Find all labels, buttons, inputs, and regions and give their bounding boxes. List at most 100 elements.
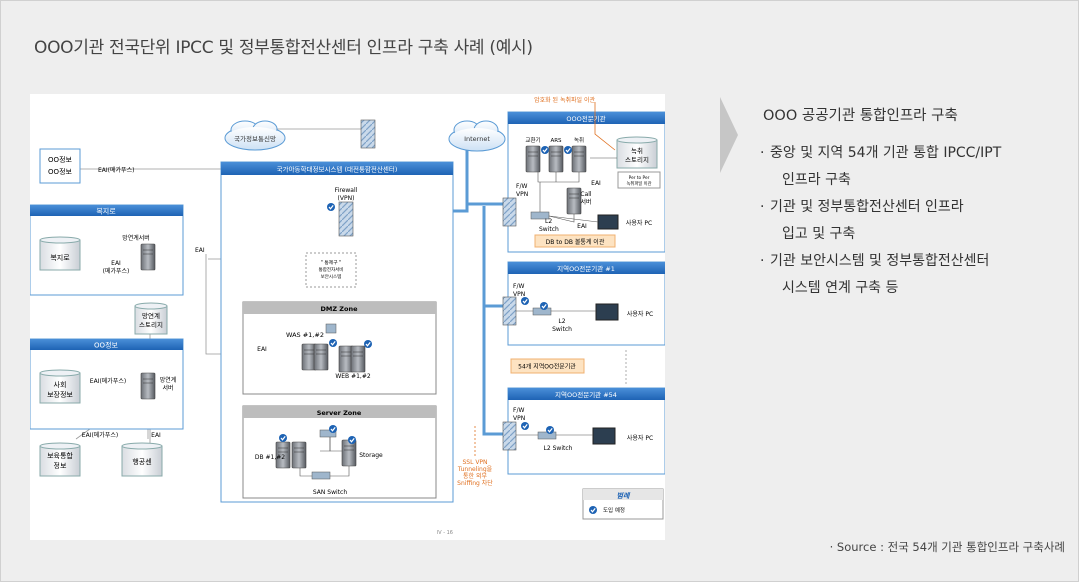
oo-info-header: OO정보 <box>94 341 118 350</box>
region1-switch-line1: L2 <box>558 318 565 325</box>
region1-firewall-icon <box>502 296 517 326</box>
region1-pc-label: 사용자 PC <box>627 310 653 318</box>
bullet-1-line2: 인프라 구축 <box>782 172 851 188</box>
dmz-header: DMZ Zone <box>320 305 358 313</box>
bullet-item: 기관 보안시스템 및 정부통합전산센터 시스템 연계 구축 등 <box>760 248 1001 302</box>
security-line3: 보안시스템 <box>321 273 342 280</box>
rec-storage-line2: 스토리지 <box>625 155 649 164</box>
ssl-line1: SSL VPN <box>462 459 487 466</box>
top-firewall-icon <box>360 119 376 149</box>
center-header: 국가아동학대정보시스템 (대전통합전산센터) <box>277 165 398 174</box>
recording-server-icon <box>571 145 587 173</box>
rec-storage-line1: 녹취 <box>631 147 643 155</box>
ssl-line2: Tunneling을 <box>457 466 493 473</box>
government-network-cloud: 국가정보통신망 <box>224 120 286 151</box>
server-zone-header: Server Zone <box>317 409 362 417</box>
ooo-pc-label: 사용자 PC <box>626 219 652 227</box>
link-storage-icon <box>134 302 168 335</box>
region54-fw-check-icon <box>520 421 530 431</box>
db-label: DB #1,#2 <box>255 454 285 461</box>
peer-transfer-box <box>617 171 661 189</box>
childcare-db-line2: 정보 <box>54 461 67 470</box>
firewall-label-2: (VPN) <box>338 195 355 202</box>
exchange-label: 교환기 <box>525 136 540 144</box>
ooo-vpn-label: VPN <box>516 191 528 198</box>
region54-pc-icon <box>592 427 616 445</box>
ooo-eai-label: EAI <box>591 180 601 187</box>
social-db-line1: 사회 <box>54 380 67 389</box>
region1-switch-line2: Switch <box>552 326 572 333</box>
db-server-icon-2 <box>291 441 307 469</box>
ars-server-icon <box>548 145 564 173</box>
ooo-header: OOO전문기관 <box>566 114 605 123</box>
region54-header: 지역OO전문기관 #54 <box>555 390 617 399</box>
admin-center-label: 행공센 <box>132 457 151 466</box>
ars-check-icon <box>563 145 573 155</box>
peer-line1: Per to Per <box>629 175 650 181</box>
bokjiro-eai-label: EAI <box>111 260 121 267</box>
ooo-switch-line1: L2 <box>545 218 552 225</box>
oo-info-server-icon <box>140 372 156 400</box>
regional-54-box <box>510 358 585 374</box>
region1-switch-check-icon <box>539 301 549 311</box>
call-label-1: Call <box>580 191 592 198</box>
ooo-fw-label: F/W <box>516 183 527 190</box>
oo-info-box <box>39 148 81 184</box>
regional-54-label: 54개 지역OO전문기관 <box>518 363 576 371</box>
dmz-eai-label: EAI <box>257 346 267 353</box>
diagram-page-number: Ⅳ - 16 <box>437 530 453 536</box>
region1-fw-check-icon <box>520 296 530 306</box>
storage-check-icon <box>347 435 357 445</box>
firewall-label-1: Firewall <box>335 187 358 194</box>
storage-mid-line2: 스토리지 <box>139 320 163 329</box>
region54-fw: F/W <box>513 407 524 414</box>
region1-header: 지역OO전문기관 #1 <box>557 264 615 273</box>
was-server-icon-2 <box>313 343 329 371</box>
oo-info-server-line2: 서버 <box>162 384 173 392</box>
bokjiro-db-icon <box>39 236 81 271</box>
region1-fw: F/W <box>513 283 524 290</box>
bottom-eai-mega-label: EAI(메가푸스) <box>82 431 118 439</box>
firewall-icon <box>338 201 354 237</box>
region-1-panel <box>507 261 665 346</box>
firewall-check-icon <box>326 202 336 212</box>
region54-switch-label: L2 Switch <box>544 445 573 452</box>
bottom-eai-label: EAI <box>151 432 161 439</box>
oo-info-server-line1: 망연계 <box>160 376 177 384</box>
was-check-icon <box>328 338 338 348</box>
exchange-server-icon <box>525 145 541 173</box>
region54-vpn: VPN <box>513 415 525 422</box>
summary-bullets: 중앙 및 지역 54개 기관 통합 IPCC/IPT 인프라 구축 기관 및 정… <box>760 140 1001 302</box>
bokjiro-header: 복지로 <box>96 207 116 216</box>
social-db-line2: 보장정보 <box>47 390 73 399</box>
childcare-db-icon <box>39 442 81 477</box>
bokjiro-server-icon <box>140 243 156 271</box>
panel-heading: OOO 공공기관 통합인프라 구축 <box>763 108 958 124</box>
bullet-3-line2: 시스템 연계 구축 등 <box>782 280 899 296</box>
bokjiro-eai-side-label: EAI <box>195 247 205 254</box>
ooo-pc-icon <box>597 214 619 230</box>
db-check-icon <box>278 433 288 443</box>
legend-check-icon <box>588 505 598 515</box>
storage-server-icon <box>341 439 357 467</box>
eai-left-label: EAI(메가푸스) <box>98 166 134 174</box>
social-db-icon <box>39 369 81 404</box>
exchange-check-icon <box>540 145 550 155</box>
bokjiro-db-label: 복지로 <box>50 253 70 262</box>
recording-storage-icon <box>616 136 658 169</box>
san-label: SAN Switch <box>313 489 347 496</box>
encrypted-transfer-note: 암호화 된 녹취파일 이관 <box>534 96 595 104</box>
server-zone <box>242 405 437 499</box>
source-note: · Source : 전국 54개 기관 통합인프라 구축사례 <box>829 540 1065 554</box>
region54-firewall-icon <box>502 421 517 451</box>
region1-pc-icon <box>595 303 619 321</box>
bullet-1-line1: 중앙 및 지역 54개 기관 통합 IPCC/IPT <box>770 145 1002 161</box>
call-server-icon <box>566 187 582 215</box>
bullet-3-line1: 기관 보안시스템 및 정부통합전산센터 <box>770 253 990 269</box>
internet-label: Internet <box>464 135 490 143</box>
internet-cloud: Internet <box>448 120 506 152</box>
recording-label: 녹취 <box>574 136 584 144</box>
page-title: OOO기관 전국단위 IPCC 및 정부통합전산센터 인프라 구축 사례 (예시… <box>34 38 533 58</box>
switch-check-icon <box>328 424 338 434</box>
childcare-db-line1: 보육통합 <box>47 451 73 460</box>
